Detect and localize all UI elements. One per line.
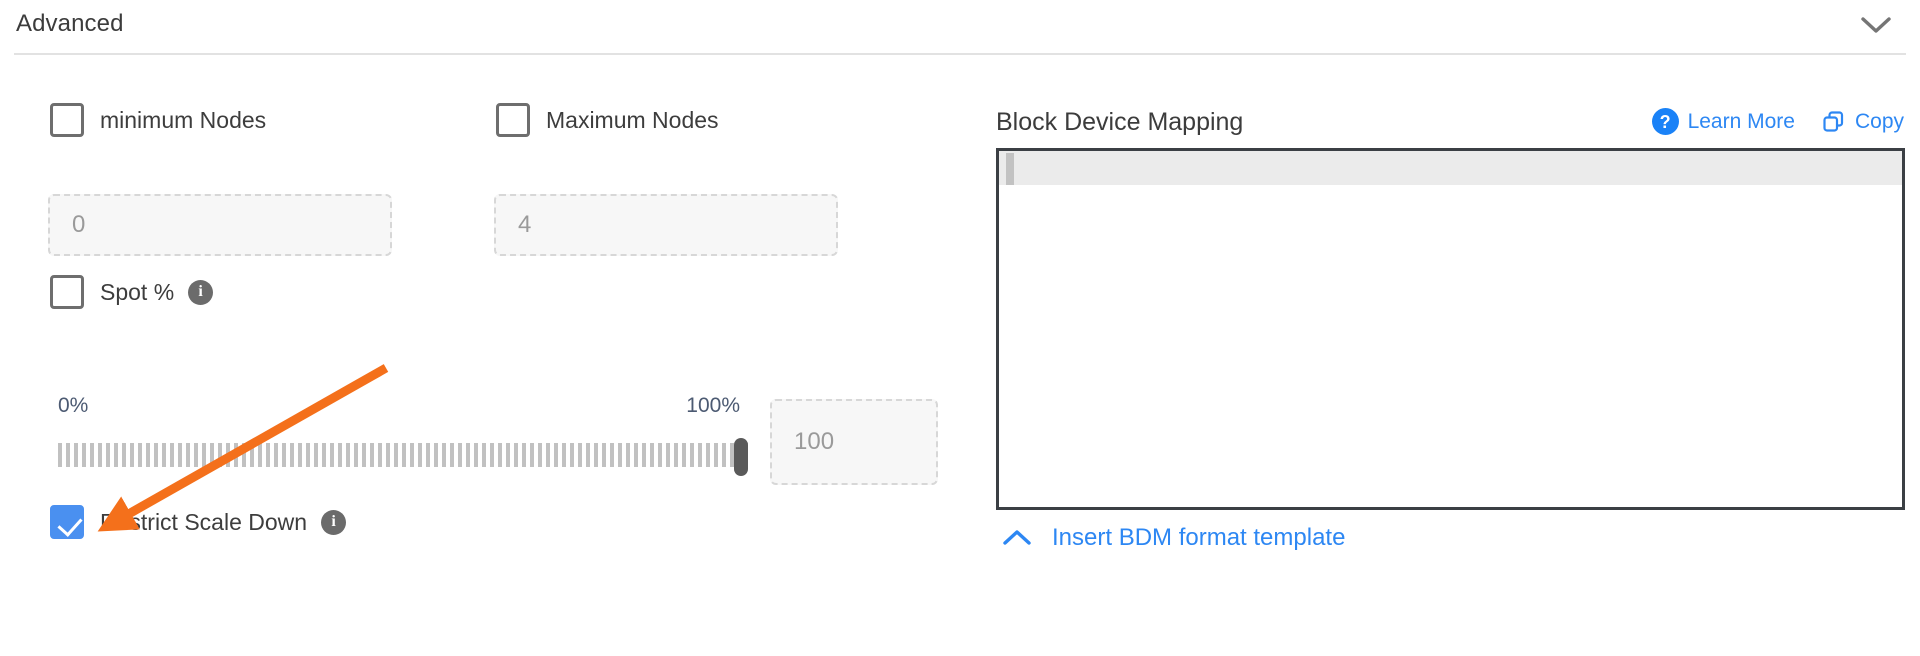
editor-gutter	[1006, 153, 1014, 185]
editor-active-line	[999, 151, 1902, 185]
copy-label: Copy	[1854, 109, 1904, 133]
restrict-scale-down-info-icon[interactable]: i	[321, 509, 347, 535]
block-device-mapping-column: Block Device Mapping ? Learn More Copy	[996, 54, 1920, 656]
collapse-section-button[interactable]	[1856, 8, 1896, 42]
spot-percent-info-icon[interactable]: i	[188, 279, 214, 305]
header-divider	[14, 53, 1906, 55]
spot-percent-slider-group: 0% 100%	[58, 394, 758, 476]
maximum-nodes-checkbox[interactable]	[496, 103, 530, 137]
spot-percent-input[interactable]: 100	[770, 399, 938, 485]
scaling-options-column: minimum Nodes 0 Maximum Nodes 4 Spot % i…	[0, 54, 960, 656]
slider-scale-labels: 0% 100%	[58, 394, 748, 420]
restrict-scale-down-checkbox[interactable]	[50, 505, 84, 539]
slider-max-label: 100%	[686, 394, 740, 417]
maximum-nodes-input[interactable]: 4	[494, 194, 838, 256]
insert-bdm-template-label: Insert BDM format template	[1052, 524, 1346, 551]
slider-thumb[interactable]	[734, 438, 748, 476]
question-circle-icon: ?	[1651, 108, 1679, 135]
spot-percent-row: Spot % i	[50, 275, 214, 309]
chevron-up-icon	[1003, 530, 1031, 545]
maximum-nodes-label: Maximum Nodes	[546, 106, 719, 133]
slider-min-label: 0%	[58, 394, 89, 417]
block-device-mapping-title: Block Device Mapping	[996, 108, 1244, 136]
page-title: Advanced	[16, 10, 124, 37]
restrict-scale-down-row: Restrict Scale Down i	[50, 505, 347, 539]
block-device-mapping-actions: ? Learn More Copy	[1651, 108, 1904, 135]
section-header: Advanced	[0, 0, 1920, 55]
minimum-nodes-row: minimum Nodes	[50, 103, 266, 137]
copy-button[interactable]: Copy	[1821, 109, 1904, 134]
minimum-nodes-checkbox[interactable]	[50, 103, 84, 137]
minimum-nodes-input[interactable]: 0	[48, 194, 392, 256]
minimum-nodes-label: minimum Nodes	[100, 106, 267, 133]
spot-percent-label: Spot %	[100, 278, 175, 305]
block-device-mapping-editor[interactable]	[996, 148, 1905, 510]
spot-percent-checkbox[interactable]	[50, 275, 84, 309]
learn-more-link[interactable]: ? Learn More	[1651, 108, 1795, 135]
copy-icon	[1823, 111, 1844, 132]
spot-percent-slider[interactable]	[58, 438, 753, 476]
learn-more-label: Learn More	[1687, 109, 1795, 133]
slider-ticks	[58, 443, 748, 467]
chevron-down-icon	[1861, 17, 1891, 33]
insert-bdm-template-link[interactable]: Insert BDM format template	[1002, 524, 1345, 552]
maximum-nodes-row: Maximum Nodes	[496, 103, 719, 137]
restrict-scale-down-label: Restrict Scale Down	[100, 508, 308, 535]
